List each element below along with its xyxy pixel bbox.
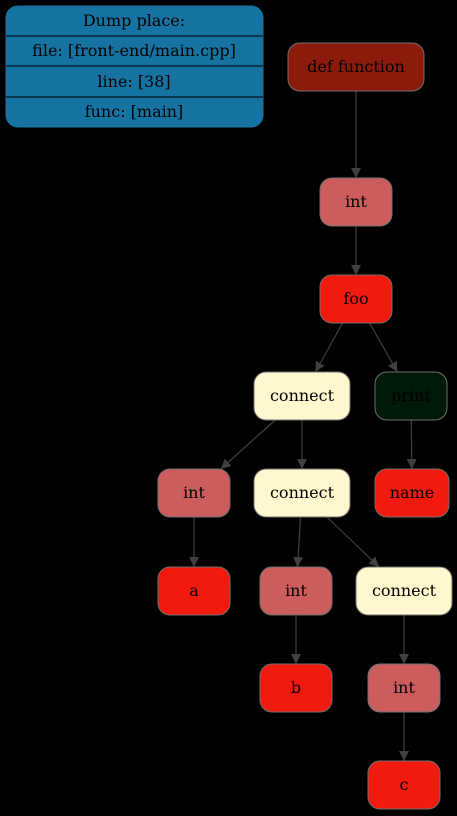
node-connect_1: connect xyxy=(253,371,351,421)
node-box-foo xyxy=(319,274,393,324)
node-c: c xyxy=(367,760,441,810)
node-box-print xyxy=(374,371,448,421)
edges-layer xyxy=(189,91,417,761)
dump-place-func: func: [main] xyxy=(85,102,184,121)
node-box-name xyxy=(374,468,450,518)
node-box-int_3 xyxy=(259,566,333,616)
edge-connect_2-to-connect_3 xyxy=(326,516,380,568)
node-connect_2: connect xyxy=(253,468,351,518)
node-label-print: print xyxy=(391,386,431,405)
node-label-int_1: int xyxy=(345,192,367,211)
node-box-int_4 xyxy=(367,663,441,713)
dump-place-file: file: [front-end/main.cpp] xyxy=(32,41,236,60)
node-box-int_1 xyxy=(319,177,393,227)
node-label-int_3: int xyxy=(285,581,307,600)
node-label-int_4: int xyxy=(393,678,415,697)
edge-foo-to-connect_1 xyxy=(314,322,344,373)
node-print: print xyxy=(374,371,448,421)
node-def_function: def function xyxy=(287,42,425,92)
node-label-connect_2: connect xyxy=(270,483,335,502)
node-int_1: int xyxy=(319,177,393,227)
node-connect_3: connect xyxy=(355,566,453,616)
node-label-b: b xyxy=(291,678,301,697)
node-foo: foo xyxy=(319,274,393,324)
node-box-connect_1 xyxy=(253,371,351,421)
node-name: name xyxy=(374,468,450,518)
node-label-int_2: int xyxy=(183,483,205,502)
node-b: b xyxy=(259,663,333,713)
node-label-connect_1: connect xyxy=(270,386,335,405)
node-box-b xyxy=(259,663,333,713)
node-label-c: c xyxy=(400,775,409,794)
node-a: a xyxy=(157,566,231,616)
edge-connect_2-to-int_3 xyxy=(293,516,304,568)
node-label-connect_3: connect xyxy=(372,581,437,600)
edge-foo-to-print xyxy=(369,322,398,373)
node-box-connect_3 xyxy=(355,566,453,616)
node-int_4: int xyxy=(367,663,441,713)
dump-place-line: line: [38] xyxy=(97,72,170,91)
node-box-int_2 xyxy=(157,468,231,518)
node-int_2: int xyxy=(157,468,231,518)
dump-place-header: Dump place: xyxy=(83,11,185,30)
node-box-connect_2 xyxy=(253,468,351,518)
node-label-def_function: def function xyxy=(307,57,405,76)
edge-print-to-name xyxy=(406,419,417,470)
node-box-def_function xyxy=(287,42,425,92)
node-box-a xyxy=(157,566,231,616)
nodes-layer: def function int foo connect print int connect… xyxy=(157,42,453,810)
dump-place-box: Dump place: file: [front-end/main.cpp] l… xyxy=(5,5,264,128)
node-label-name: name xyxy=(390,483,434,502)
edge-connect_1-to-int_2 xyxy=(220,419,276,470)
node-box-c xyxy=(367,760,441,810)
node-label-a: a xyxy=(189,581,199,600)
node-int_3: int xyxy=(259,566,333,616)
node-label-foo: foo xyxy=(343,289,368,308)
